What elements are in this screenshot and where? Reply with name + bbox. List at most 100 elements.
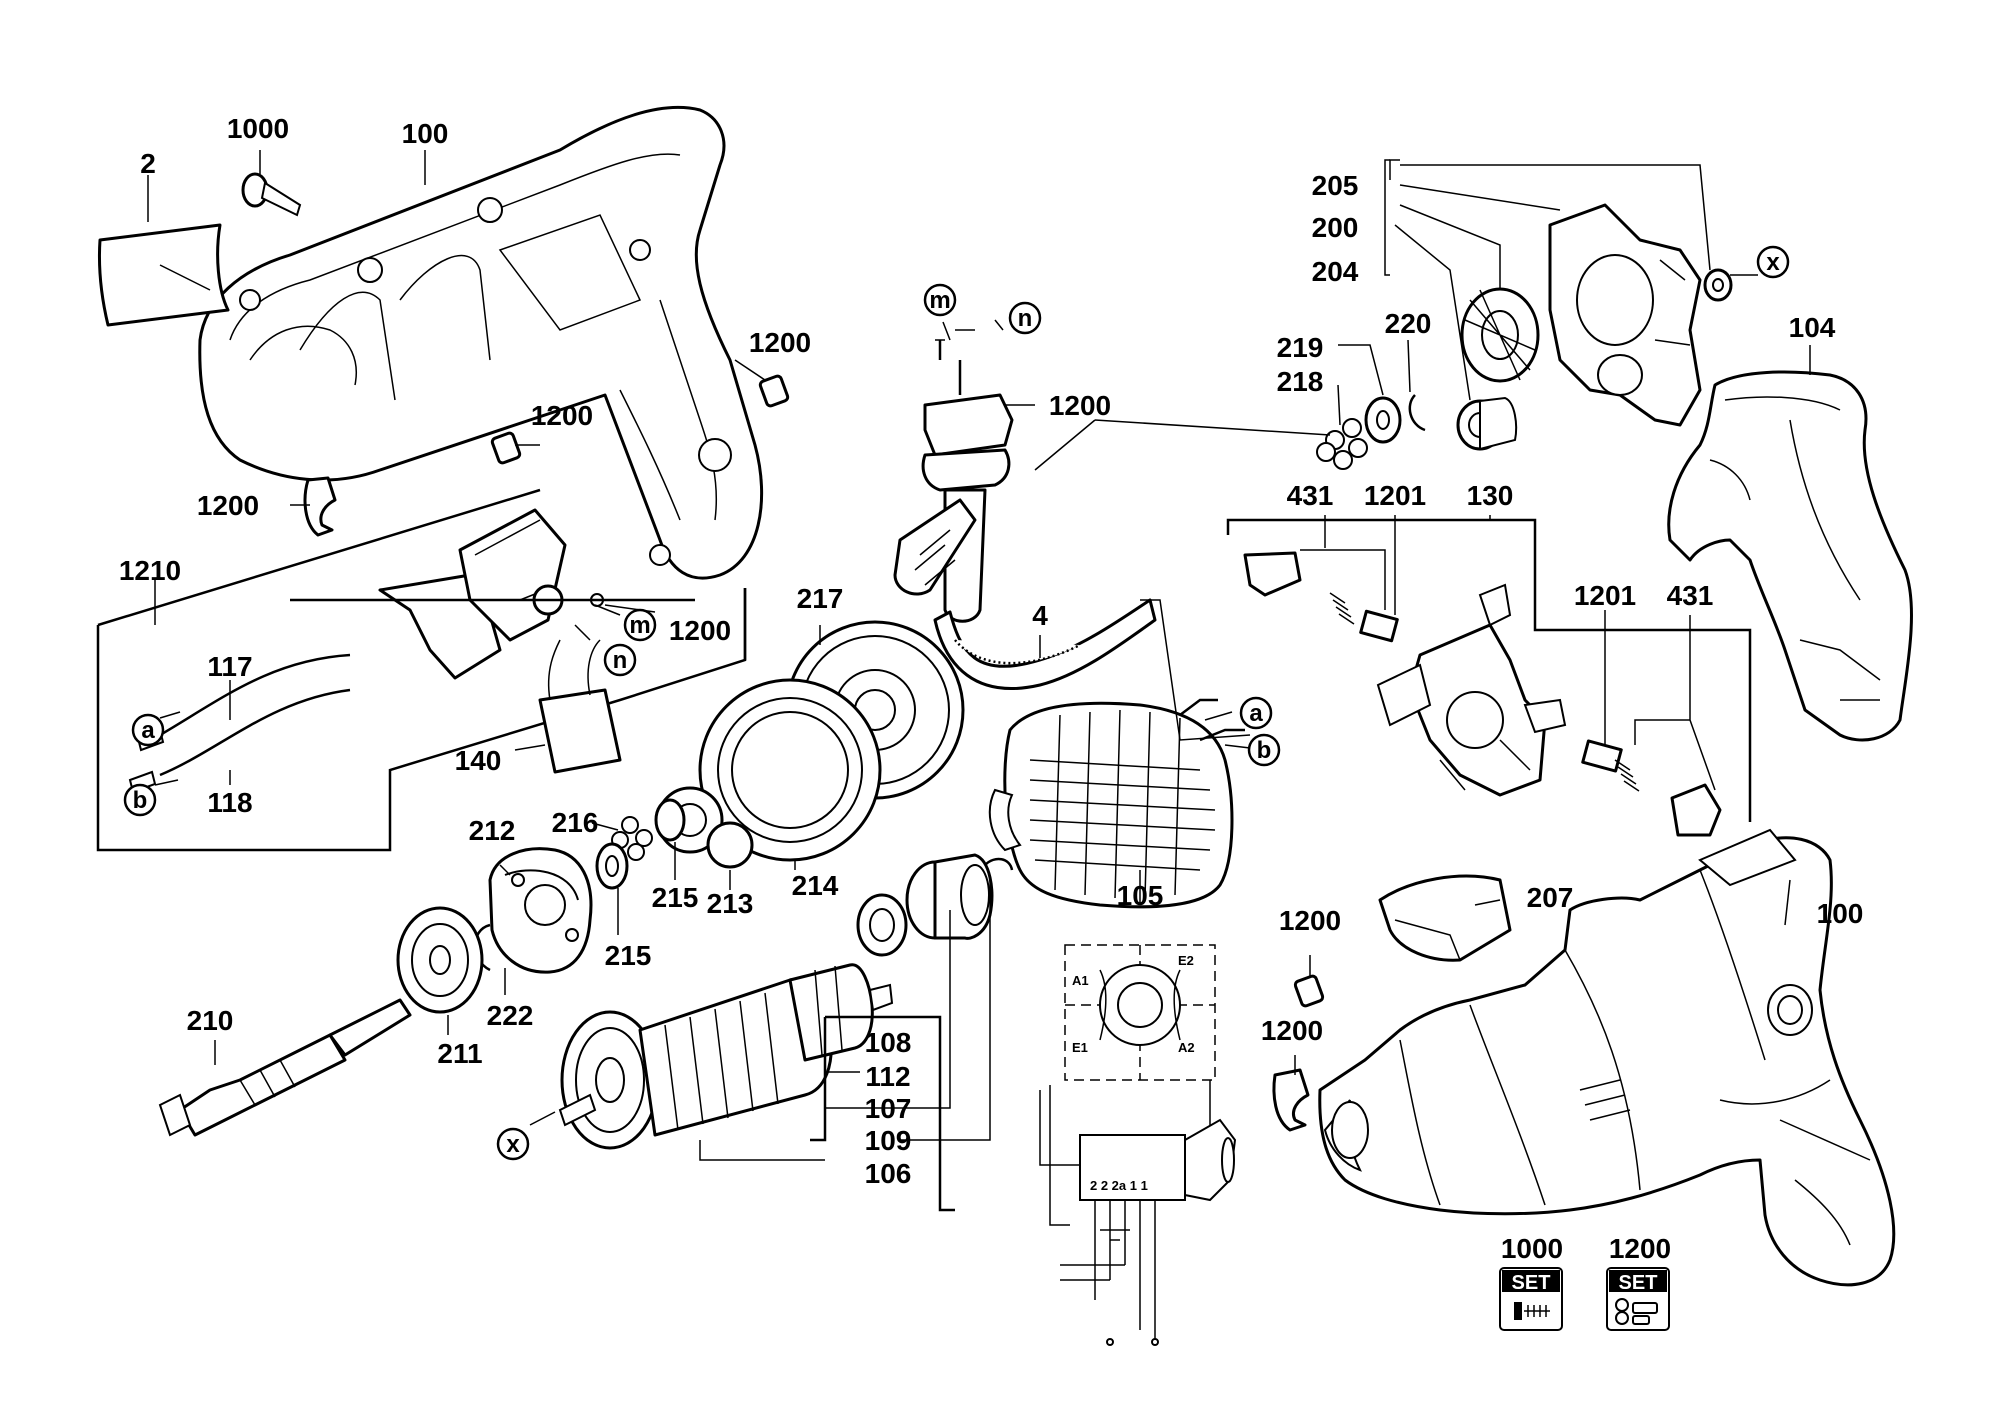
power-cable-4 bbox=[933, 598, 1157, 691]
label-104: 104 bbox=[1789, 312, 1836, 343]
circlip-109 bbox=[984, 857, 1014, 871]
connector-x-gearbox: x bbox=[1756, 245, 1790, 279]
label-100-bottom: 100 bbox=[1817, 898, 1864, 929]
connector-b-switch: b bbox=[123, 783, 157, 817]
label-1000-top: 1000 bbox=[227, 113, 289, 144]
label-215-b: 215 bbox=[605, 940, 652, 971]
gear-204 bbox=[1460, 287, 1540, 383]
bushing-204 bbox=[1456, 396, 1518, 451]
label-431-a: 431 bbox=[1287, 480, 1334, 511]
label-216: 216 bbox=[552, 807, 599, 838]
washer-219 bbox=[1364, 396, 1402, 444]
label-4: 4 bbox=[1032, 600, 1048, 631]
label-207: 207 bbox=[1527, 882, 1574, 913]
wiring-terminals-label: 2 2 2a 1 1 bbox=[1090, 1178, 1148, 1193]
spindle-210 bbox=[158, 998, 412, 1137]
brush-box-outline bbox=[1226, 518, 1752, 822]
label-213: 213 bbox=[707, 888, 754, 919]
wiring-schematic bbox=[1039, 944, 1237, 1346]
label-106: 106 bbox=[865, 1158, 912, 1189]
label-1201-b: 1201 bbox=[1574, 580, 1636, 611]
label-222: 222 bbox=[487, 1000, 534, 1031]
bearing-sleeve-112 bbox=[905, 853, 994, 940]
connector-m-cable: m bbox=[923, 283, 957, 317]
label-205: 205 bbox=[1312, 170, 1359, 201]
label-218: 218 bbox=[1277, 366, 1324, 397]
svg-text:SET: SET bbox=[1619, 1272, 1658, 1294]
label-109: 109 bbox=[865, 1125, 912, 1156]
clip-1200-g bbox=[1272, 1068, 1310, 1132]
set-box-1000: SET bbox=[1499, 1267, 1563, 1331]
svg-text:SET: SET bbox=[1512, 1272, 1551, 1294]
label-100-top: 100 bbox=[402, 118, 449, 149]
label-1200-a: 1200 bbox=[749, 327, 811, 358]
label-431-b: 431 bbox=[1667, 580, 1714, 611]
connector-leaders bbox=[154, 274, 1758, 1126]
label-212: 212 bbox=[469, 815, 516, 846]
bracket-106 bbox=[699, 875, 991, 1212]
label-1200-g: 1200 bbox=[1261, 1015, 1323, 1046]
carbon-brush-1201-b bbox=[1581, 739, 1640, 792]
housing-half-left bbox=[198, 105, 764, 580]
cable-grommet bbox=[893, 329, 1014, 623]
switch-box bbox=[96, 488, 747, 852]
wiring-e1-label: E1 bbox=[1072, 1040, 1088, 1055]
wiring-e2-label: E2 bbox=[1178, 953, 1194, 968]
label-118: 118 bbox=[207, 787, 252, 818]
label-214: 214 bbox=[792, 870, 839, 901]
label-plate bbox=[97, 223, 230, 327]
wiring-a2-label: A2 bbox=[1178, 1040, 1195, 1055]
label-219: 219 bbox=[1277, 332, 1324, 363]
svg-text:n: n bbox=[1018, 305, 1033, 332]
label-215-a: 215 bbox=[652, 882, 699, 913]
label-set-1000: 1000 bbox=[1501, 1233, 1563, 1264]
connector-n-cable: n bbox=[1008, 301, 1042, 335]
gearbox-200 bbox=[1548, 203, 1702, 427]
leader-lines bbox=[147, 150, 1811, 1075]
capacitor-140 bbox=[538, 639, 622, 774]
screw-1000 bbox=[241, 172, 302, 217]
svg-text:x: x bbox=[1766, 249, 1780, 276]
carbon-brush-1201-a bbox=[1329, 592, 1399, 643]
connector-n-switch: n bbox=[603, 643, 637, 677]
label-117: 117 bbox=[207, 651, 252, 682]
brush-cap-431-a bbox=[1243, 551, 1302, 597]
label-140: 140 bbox=[455, 745, 502, 776]
svg-text:m: m bbox=[629, 612, 650, 639]
bearing-211 bbox=[396, 906, 484, 1014]
connector-x-armature: x bbox=[496, 1127, 530, 1161]
label-204: 204 bbox=[1312, 256, 1359, 287]
circlip-220 bbox=[1408, 394, 1426, 432]
label-1200-f: 1200 bbox=[1279, 905, 1341, 936]
label-1201-a: 1201 bbox=[1364, 480, 1426, 511]
connector-m-switch: m bbox=[623, 608, 657, 642]
label-130: 130 bbox=[1467, 480, 1514, 511]
gear-housing-212 bbox=[488, 847, 593, 974]
label-108: 108 bbox=[865, 1027, 912, 1058]
label-210: 210 bbox=[187, 1005, 234, 1036]
bearing-108 bbox=[856, 893, 908, 957]
wiring-a1-label: A1 bbox=[1072, 973, 1089, 988]
svg-text:b: b bbox=[1257, 737, 1272, 764]
cap-207 bbox=[1378, 874, 1512, 962]
label-set-1200: 1200 bbox=[1609, 1233, 1671, 1264]
label-105: 105 bbox=[1117, 880, 1164, 911]
stator-105 bbox=[988, 698, 1245, 909]
washer-205 bbox=[1703, 268, 1733, 302]
label-217: 217 bbox=[797, 583, 844, 614]
set-box-1200: SET bbox=[1606, 1267, 1670, 1331]
svg-text:n: n bbox=[613, 647, 628, 674]
armature-107 bbox=[558, 963, 894, 1137]
clip-1200-c bbox=[303, 476, 337, 537]
svg-text:a: a bbox=[141, 717, 155, 744]
handle-104 bbox=[1667, 370, 1913, 742]
gear-214 bbox=[698, 678, 882, 862]
pin-1200-a bbox=[758, 374, 790, 408]
label-2: 2 bbox=[140, 148, 156, 179]
label-220: 220 bbox=[1385, 308, 1432, 339]
label-1210: 1210 bbox=[119, 555, 181, 586]
washer-215-a bbox=[654, 798, 686, 842]
svg-text:b: b bbox=[133, 787, 148, 814]
pin-1200-b bbox=[490, 431, 522, 465]
